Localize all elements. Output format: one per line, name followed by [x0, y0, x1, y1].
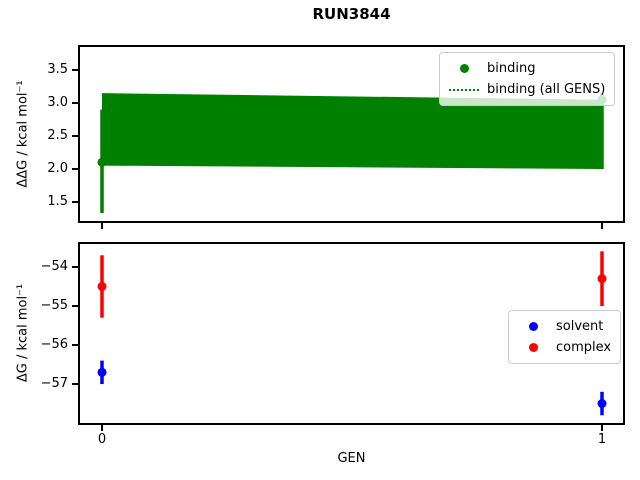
legend-label: binding [487, 61, 536, 76]
y-tick-mark [72, 265, 78, 268]
y-tick-mark [72, 344, 78, 346]
y-tick-label: 3.5 [47, 62, 68, 78]
point-binding [97, 157, 107, 167]
y-tick-label: −55 [40, 297, 68, 313]
legend-label: binding (all GENS) [487, 82, 606, 97]
x-tick-mark [101, 425, 103, 431]
x-axis-label: GEN [337, 451, 366, 466]
y-tick-label: −56 [40, 337, 68, 352]
band-binding-all-GENS- [102, 93, 602, 169]
legend-label: solvent [556, 319, 604, 334]
y-tick-mark [72, 134, 78, 137]
point-complex [597, 274, 607, 284]
top-legend: binding binding (all GENS) [439, 52, 616, 106]
complex-dot-marker-icon [516, 343, 550, 352]
bottom-legend: solvent complex [508, 310, 622, 364]
legend-item-solvent: solvent [516, 316, 611, 337]
y-tick-label: −57 [40, 376, 68, 392]
x-tick-mark [601, 223, 603, 229]
y-tick-mark [72, 200, 78, 203]
y-tick-mark [72, 102, 78, 104]
point-complex [97, 281, 107, 291]
page-title: RUN3844 [312, 5, 391, 23]
x-tick-mark [101, 223, 103, 229]
y-tick-label: 2.5 [47, 127, 68, 143]
y-tick-mark [72, 304, 78, 307]
x-tick-label: 1 [597, 432, 607, 447]
point-solvent [97, 367, 107, 377]
bottom-plot-canvas [97, 251, 607, 416]
y-tick-label: 1.5 [47, 193, 68, 209]
y-tick-mark [72, 383, 78, 386]
y-tick-label: −54 [40, 258, 68, 274]
legend-item-complex: complex [516, 337, 611, 358]
solvent-dot-marker-icon [516, 322, 550, 331]
legend-item-binding-all-gens: binding (all GENS) [447, 79, 605, 100]
y-tick-mark [72, 69, 78, 72]
y-tick-label: 3.0 [47, 95, 68, 110]
point-solvent [597, 399, 607, 409]
legend-item-binding: binding [447, 58, 605, 79]
bottom-plot-axes: solvent complex [78, 242, 625, 425]
x-tick-label: 0 [97, 432, 107, 447]
binding-all-gens-dotted-line-icon [447, 88, 481, 91]
legend-label: complex [556, 340, 612, 355]
y-tick-label: 2.0 [47, 160, 68, 176]
x-tick-mark [601, 425, 603, 431]
top-plot-axes: binding binding (all GENS) [78, 45, 625, 223]
y-tick-mark [72, 167, 78, 170]
binding-dot-marker-icon [447, 64, 481, 73]
